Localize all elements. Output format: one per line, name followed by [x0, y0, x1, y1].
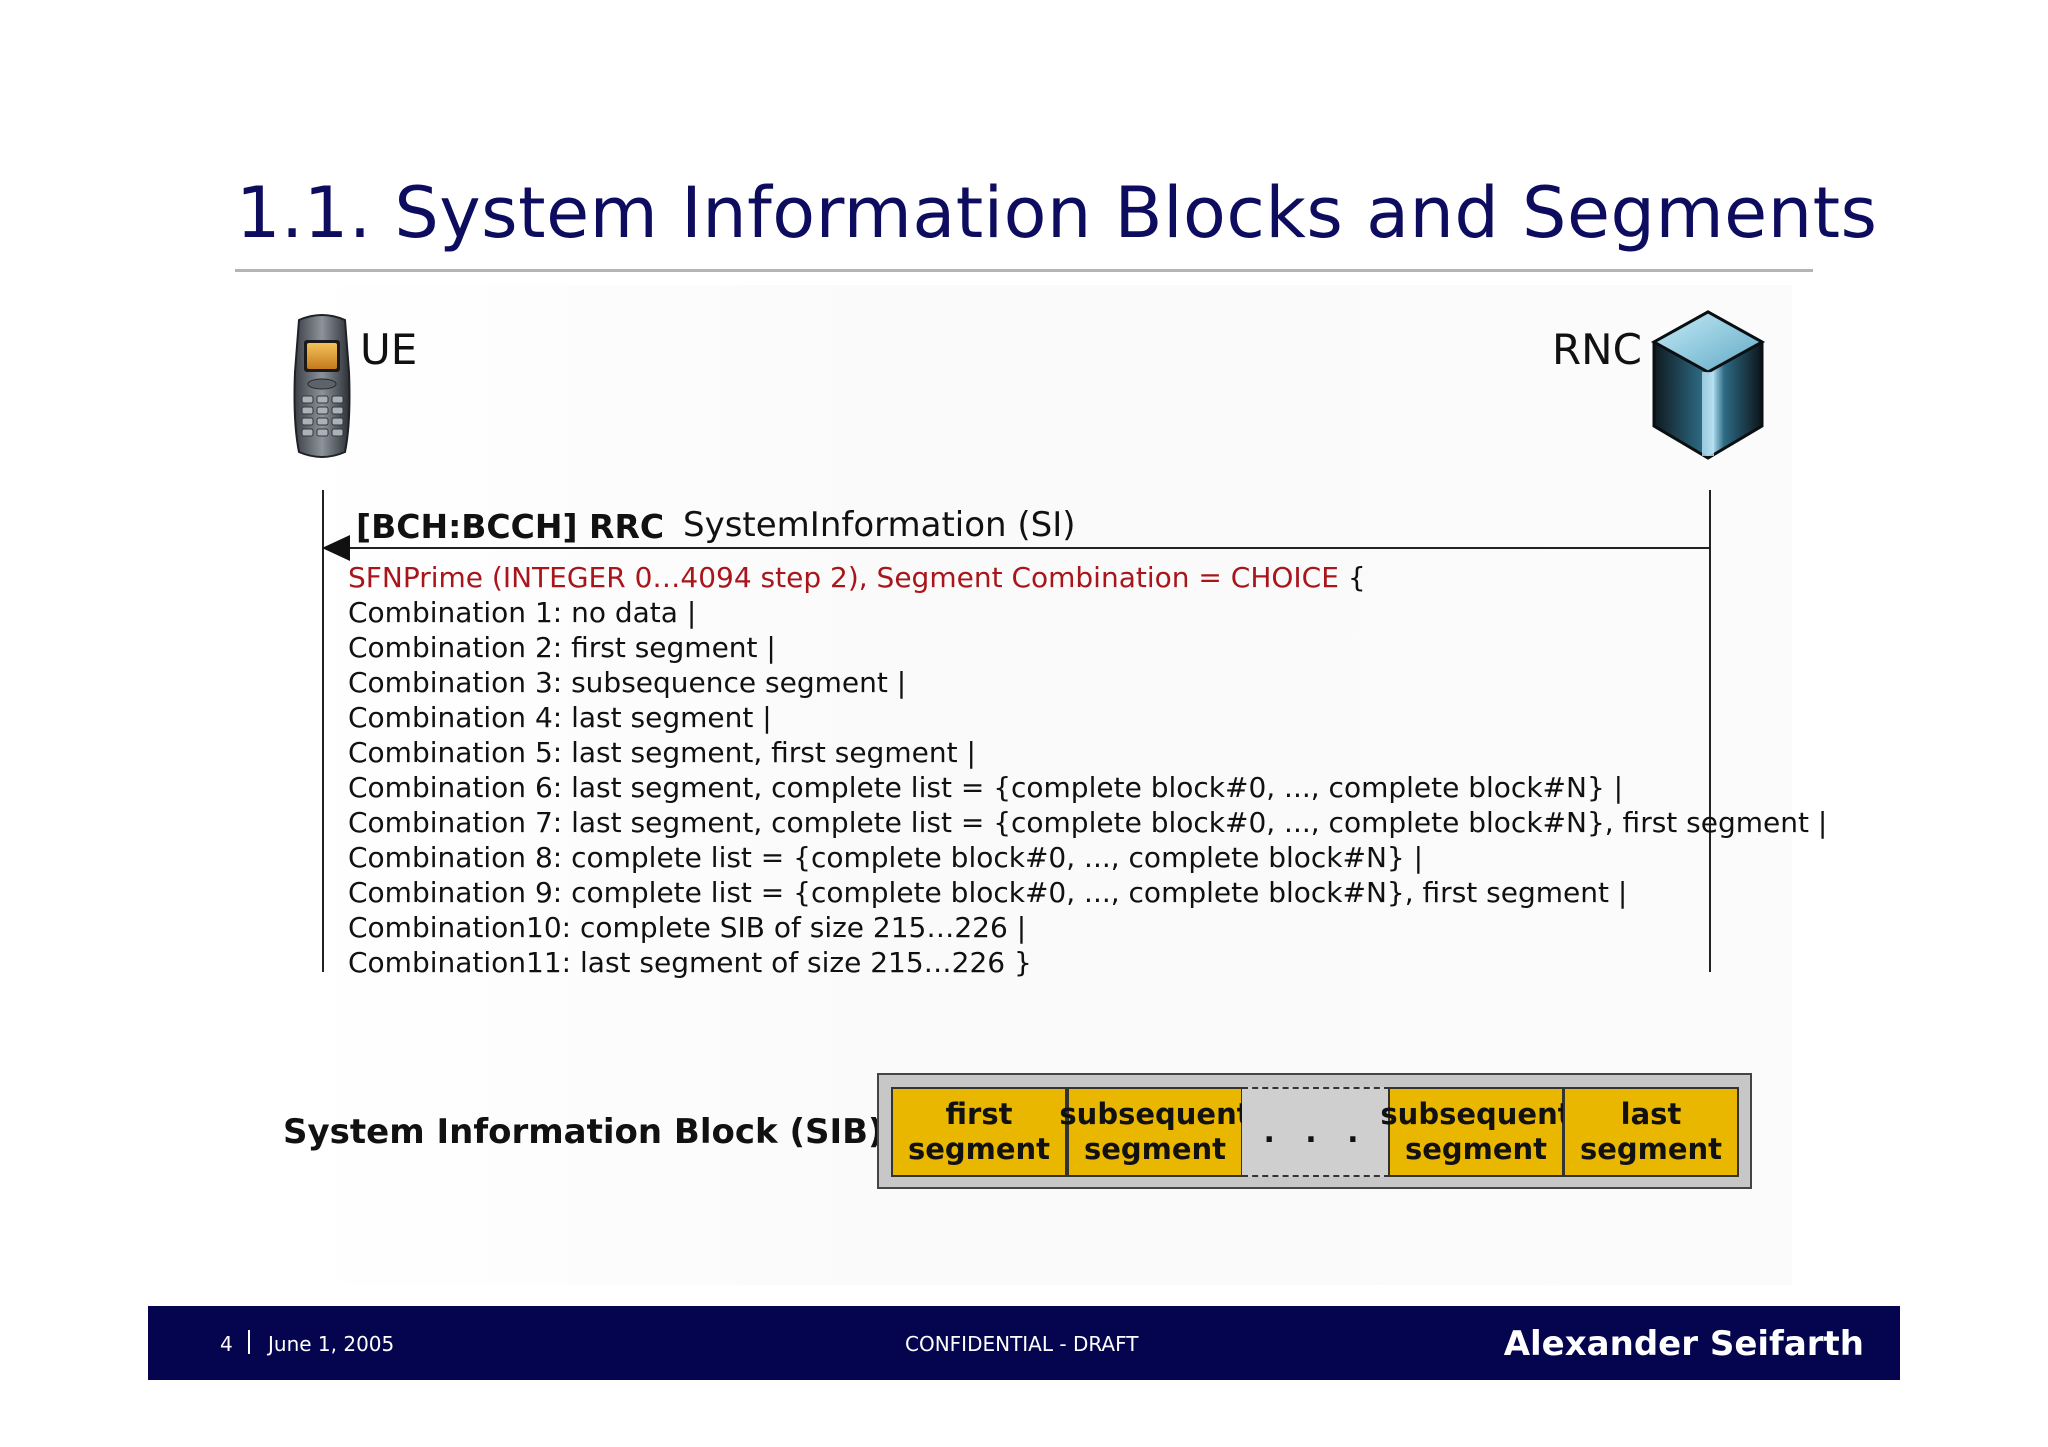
rnc-server-icon [1648, 308, 1768, 468]
combination-line: Combination 7: last segment, complete li… [348, 806, 1828, 839]
segment-line1: subsequent [1380, 1097, 1572, 1131]
segment-line2: segment [1404, 1132, 1548, 1166]
combination-line: Combination10: complete SIB of size 215…… [348, 911, 1027, 944]
combination-line: Combination 2: first segment | [348, 631, 776, 664]
message-name: SystemInformation (SI) [683, 505, 1076, 545]
footer-bar: 4 June 1, 2005 CONFIDENTIAL - DRAFT Alex… [148, 1306, 1900, 1380]
title-divider [235, 269, 1813, 272]
footer-date: June 1, 2005 [268, 1332, 395, 1356]
message-channel: [BCH:BCCH] RRC [356, 507, 665, 546]
combination-line: Combination 4: last segment | [348, 701, 772, 734]
ue-label: UE [360, 325, 418, 374]
combination-line: Combination 1: no data | [348, 596, 697, 629]
ue-lifeline [322, 490, 324, 972]
sib-label: System Information Block (SIB): [283, 1112, 898, 1152]
combination-line: Combination11: last segment of size 215…… [348, 946, 1032, 979]
arrow-head-icon [322, 535, 350, 561]
message-header-line: SFNPrime (INTEGER 0…4094 step 2), Segmen… [348, 560, 1827, 595]
message-header-brace: { [1338, 561, 1366, 594]
confidentiality-note: CONFIDENTIAL - DRAFT [905, 1332, 1139, 1356]
author-name: Alexander Seifarth [1503, 1324, 1864, 1364]
page-number: 4 [220, 1332, 233, 1356]
message-content: SFNPrime (INTEGER 0…4094 step 2), Segmen… [348, 560, 1827, 980]
combination-line: Combination 5: last segment, first segme… [348, 736, 976, 769]
rnc-lifeline [1709, 490, 1711, 972]
segment-line1: first [945, 1097, 1013, 1131]
segment-line2: segment [1083, 1132, 1227, 1166]
segment-line1: subsequent [1059, 1097, 1251, 1131]
segment-line2: segment [1579, 1132, 1723, 1166]
combination-line: Combination 3: subsequence segment | [348, 666, 907, 699]
combination-line: Combination 6: last segment, complete li… [348, 771, 1624, 804]
rnc-label: RNC [1552, 325, 1642, 374]
message-header-text: SFNPrime (INTEGER 0…4094 step 2), Segmen… [348, 561, 1339, 594]
combination-line: Combination 9: complete list = {complete… [348, 876, 1628, 909]
segment-line2: segment [907, 1132, 1051, 1166]
combination-line: Combination 8: complete list = {complete… [348, 841, 1424, 874]
segment-line1: last [1620, 1097, 1682, 1131]
sib-segment-ellipsis: . . . [1242, 1087, 1390, 1177]
mobile-phone-icon [289, 312, 355, 464]
slide-title: 1.1. System Information Blocks and Segme… [236, 172, 1878, 254]
footer-divider [248, 1330, 250, 1354]
message-arrow-line [330, 547, 1710, 549]
